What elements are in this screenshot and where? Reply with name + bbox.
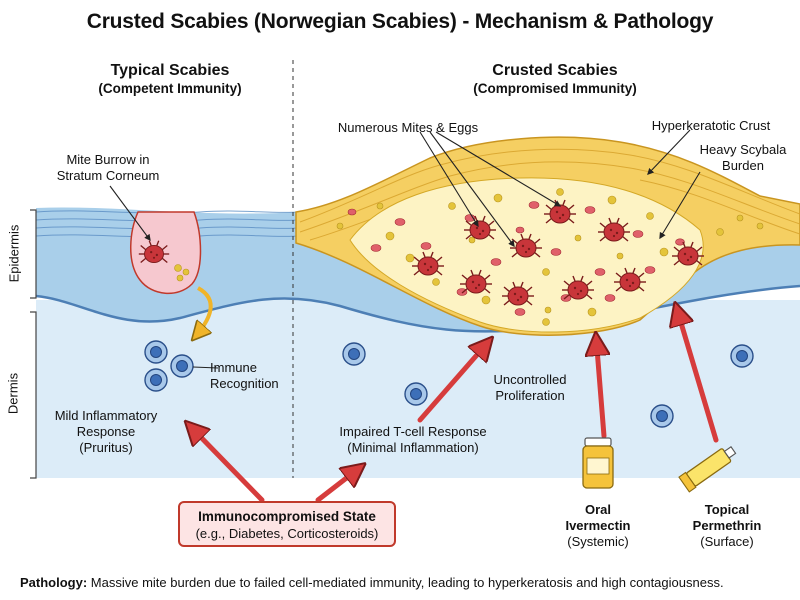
mite-burrow bbox=[130, 211, 202, 295]
crust-label: Hyperkeratotic Crust bbox=[651, 118, 771, 133]
topical-treatment-label: Topical Permethrin (Surface) bbox=[692, 502, 762, 549]
arrow-oral-treatment bbox=[596, 336, 604, 439]
mites-eggs-label: Numerous Mites & Eggs bbox=[337, 120, 479, 135]
arrow-state-to-mild bbox=[188, 424, 265, 503]
epidermis-label: Epidermis bbox=[6, 224, 22, 283]
typical-heading: Typical Scabies (Competent Immunity) bbox=[98, 62, 242, 96]
arrow-topical-treatment bbox=[676, 306, 719, 443]
scybala-particles bbox=[336, 188, 764, 326]
tcell-label: Impaired T-cell Response(Minimal Inflamm… bbox=[339, 424, 487, 455]
page-title: Crusted Scabies (Norwegian Scabies) - Me… bbox=[86, 10, 714, 33]
permethrin-tube-icon bbox=[678, 446, 737, 493]
dermis-label: Dermis bbox=[5, 372, 21, 415]
arrow-tcell-to-lesion bbox=[417, 340, 490, 423]
ivermectin-bottle-icon bbox=[582, 437, 614, 489]
oral-treatment-label: Oral Ivermectin (Systemic) bbox=[565, 502, 631, 549]
crusted-heading: Crusted Scabies (Compromised Immunity) bbox=[473, 62, 637, 96]
pathology-footer: Pathology: Massive mite burden due to fa… bbox=[20, 575, 724, 590]
immunocompromised-state-box: Immunocompromised State (e.g., Diabetes,… bbox=[178, 501, 396, 547]
arrow-state-to-tcell bbox=[315, 466, 362, 503]
